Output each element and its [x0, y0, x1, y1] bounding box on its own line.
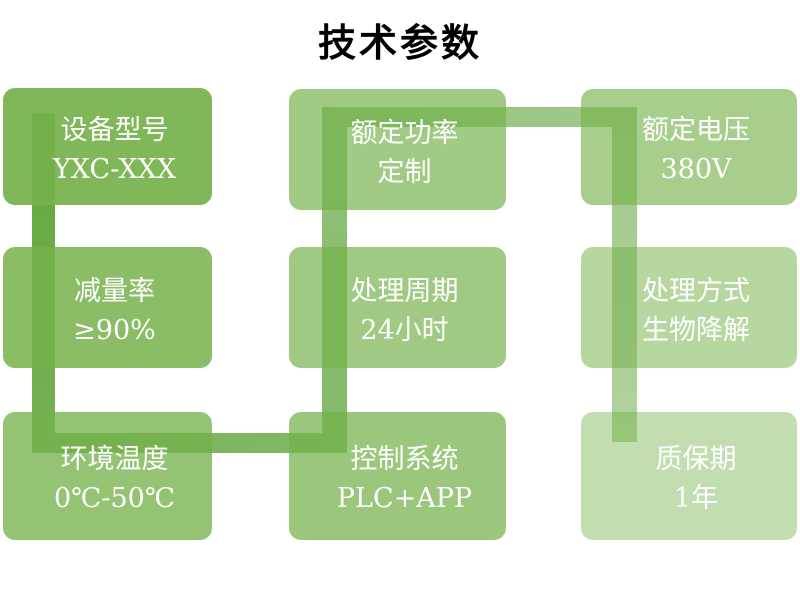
spec-box-control-system: 控制系统 PLC+APP	[289, 412, 506, 540]
spec-box-label: 额定电压	[642, 115, 750, 146]
spec-box-label: 环境温度	[60, 444, 169, 475]
spec-box-rated-voltage: 额定电压 380V	[581, 89, 797, 205]
spec-box-value: 1年	[673, 483, 719, 514]
spec-box-label: 设备型号	[60, 114, 169, 146]
spec-box-value: 380V	[660, 154, 732, 185]
spec-box-value: 0℃-50℃	[53, 483, 176, 514]
slide-title: 技术参数	[317, 23, 482, 65]
spec-box-ambient-temperature: 环境温度 0℃-50℃	[3, 412, 212, 540]
spec-box-value: 定制	[377, 156, 432, 188]
spec-box-processing-cycle: 处理周期 24小时	[289, 247, 506, 368]
spec-box-value: YXC-XXX	[52, 153, 177, 185]
spec-box-value: 生物降解	[642, 314, 750, 346]
spec-box-label: 额定功率	[350, 117, 459, 149]
spec-box-label: 处理方式	[642, 275, 750, 307]
spec-box-label: 减量率	[74, 275, 155, 307]
spec-box-value: ≥90%	[73, 314, 156, 346]
spec-box-warranty-period: 质保期 1年	[581, 412, 797, 540]
spec-box-device-model: 设备型号 YXC-XXX	[3, 88, 212, 205]
spec-box-label: 质保期	[655, 444, 737, 475]
spec-box-label: 处理周期	[350, 275, 459, 307]
spec-box-rated-power: 额定功率 定制	[289, 89, 506, 210]
spec-box-reduction-rate: 减量率 ≥90%	[3, 247, 212, 368]
spec-box-label: 控制系统	[350, 444, 459, 475]
spec-box-value: 24小时	[360, 314, 449, 346]
spec-box-value: PLC+APP	[336, 483, 473, 514]
spec-box-processing-method: 处理方式 生物降解	[581, 247, 797, 368]
